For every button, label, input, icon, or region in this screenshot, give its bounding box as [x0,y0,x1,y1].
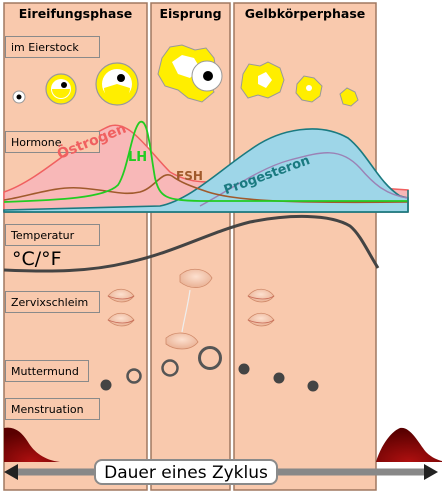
lh-line [3,121,408,203]
row-label-menstruation: Menstruation [5,398,100,420]
phase-title-follicular: Eireifungsphase [18,6,133,21]
lh-label: LH [128,150,148,165]
menstruation-start [4,427,60,462]
hormone-curves [3,121,409,213]
follicle-large [95,62,139,106]
cervix-closed-3 [273,372,285,384]
row-label-cervix: Muttermund [5,360,89,382]
cervix-opening-2 [161,359,179,377]
row-label-temperature: Temperatur [5,224,100,246]
mucus-luteal [247,288,275,327]
row-label-cervical-mucus: Zervixschleim [5,291,100,313]
row-label-hormones: Hormone [5,131,100,153]
cervix-open [198,346,222,370]
follicle-rupture [157,44,223,103]
mucus-ovulation [165,268,213,350]
row-label-ovary: im Eierstock [5,36,100,58]
corpus-luteum-medium [295,75,323,103]
progesterone-inner-line [199,152,409,207]
progesterone-area [3,128,409,213]
phase-title-luteal: Gelbkörperphase [244,6,366,21]
temperature-units: °C/°F [12,248,62,270]
cervix-closed-2 [238,363,250,375]
cycle-duration-label: Dauer eines Zyklus [94,459,278,485]
follicle-medium [45,73,77,105]
phase-title-ovulation: Eisprung [159,6,222,21]
cervix-opening-1 [126,368,142,384]
cervix-closed-4 [307,380,319,392]
follicle-small [12,90,26,104]
corpus-luteum-large [240,61,285,99]
fsh-label: FSH [176,169,203,183]
mucus-follicular [107,288,135,327]
cervix-closed-1 [100,379,112,391]
temperature-curve [3,214,380,273]
menstruation-end [376,427,442,462]
corpus-luteum-small [339,87,359,107]
